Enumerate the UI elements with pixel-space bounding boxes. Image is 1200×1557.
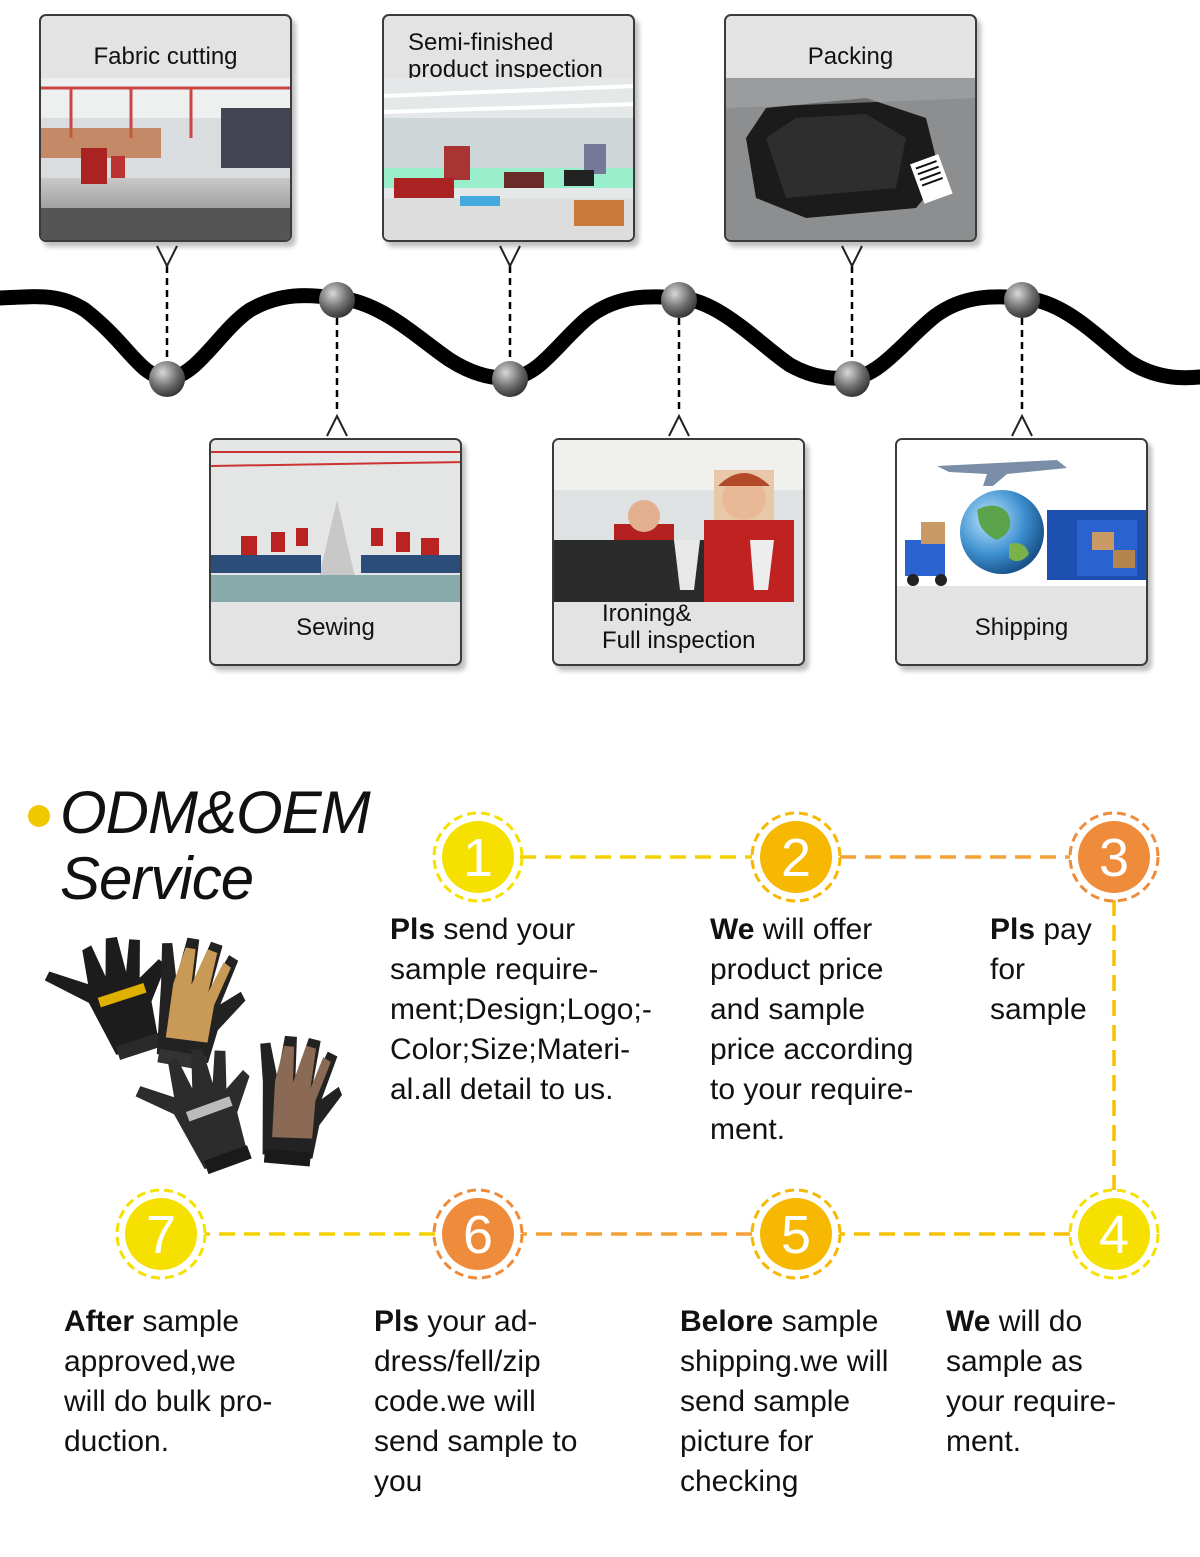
wave-nodes (149, 282, 1040, 397)
step-text-4: We will do sample as your require- ment. (946, 1305, 1117, 1458)
step-circle-2: 2 (750, 811, 842, 903)
stage-card-packing: Packing (724, 14, 977, 242)
step-number: 4 (1099, 1205, 1129, 1265)
stage-label: Packing (807, 42, 894, 70)
step-number: 3 (1099, 828, 1129, 888)
glove-back-icon (135, 1048, 252, 1175)
packed-gloves-photo-icon (726, 78, 975, 240)
glove-back-icon (44, 936, 166, 1061)
inspection-photo-icon (384, 78, 633, 240)
step-text-2: We will offer product price and sample p… (710, 913, 914, 1146)
stage-card-sewing: Sewing (209, 438, 462, 666)
step-circle-4: 4 (1068, 1188, 1160, 1280)
step-text-7: After sample approved,we will do bulk pr… (64, 1305, 273, 1458)
ironing-photo-icon (554, 440, 803, 602)
wave-node (149, 361, 185, 397)
wave-node (834, 361, 870, 397)
process-wave-line (0, 288, 1200, 386)
stage-label: Shipping (974, 613, 1069, 641)
stage-card-ironing-full-inspection: Ironing&Full inspection (552, 438, 805, 666)
wave-node (661, 282, 697, 318)
step-number: 1 (463, 828, 493, 888)
shipping-globe-photo-icon (897, 440, 1146, 602)
wave-node (1004, 282, 1040, 318)
step-circle-1: 1 (432, 811, 524, 903)
title-bullet-dot (28, 805, 50, 827)
step-text-3: Pls pay for sample (990, 913, 1092, 1026)
step-number: 2 (781, 828, 811, 888)
stage-label: Sewing (296, 613, 375, 641)
wave-node (319, 282, 355, 318)
sewing-line-photo-icon (211, 440, 460, 602)
step-circle-7: 7 (115, 1188, 207, 1280)
step-number: 6 (463, 1205, 493, 1265)
step-circle-5: 5 (750, 1188, 842, 1280)
odm-step-path (205, 855, 1116, 1236)
step-number: 7 (146, 1205, 176, 1265)
step-text-1: Pls send your sample require- ment;Desig… (390, 913, 652, 1106)
step-circles: 1 2 3 4 5 6 7 (115, 811, 1160, 1280)
wave-node (492, 361, 528, 397)
step-number: 5 (781, 1205, 811, 1265)
step-text-6: Pls your ad- dress/fell/zip code.we will… (374, 1305, 578, 1498)
step-circle-6: 6 (432, 1188, 524, 1280)
stage-label: Ironing&Full inspection (602, 600, 756, 654)
glove-palm-icon (260, 1035, 343, 1167)
stage-card-fabric-cutting: Fabric cutting (39, 14, 292, 242)
factory-cutting-photo-icon (41, 78, 290, 240)
step-circle-3: 3 (1068, 811, 1160, 903)
stage-label: Fabric cutting (93, 42, 238, 70)
stage-connectors (165, 266, 1024, 414)
connector-pointers (156, 245, 1033, 437)
step-text-5: Belore sample shipping.we will send samp… (680, 1305, 889, 1498)
glove-product-image (44, 936, 343, 1175)
stage-card-shipping: Shipping (895, 438, 1148, 666)
odm-oem-title: ODM&OEM Service (60, 779, 371, 912)
